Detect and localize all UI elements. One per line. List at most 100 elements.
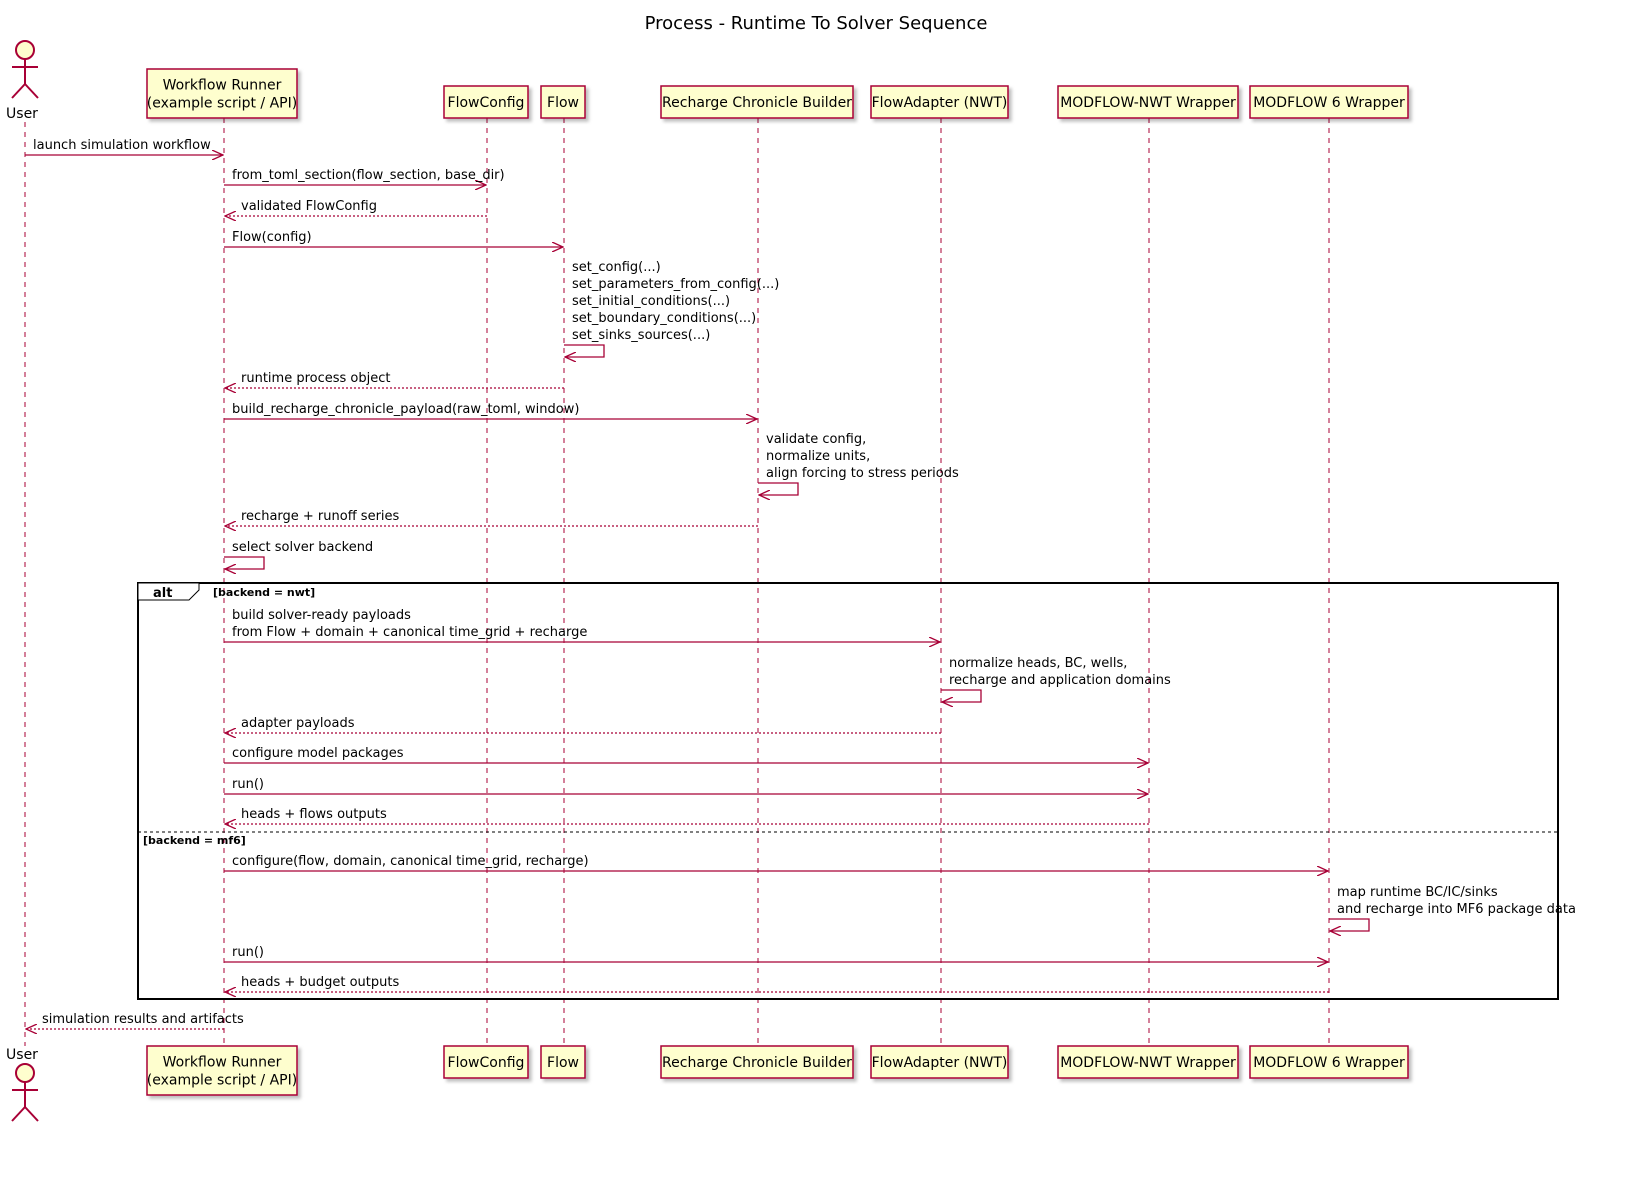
- message-label: configure model packages: [232, 746, 404, 761]
- message-label: from_toml_section(flow_section, base_dir…: [232, 168, 505, 183]
- participant-box: [146, 1045, 298, 1096]
- participant-box: [443, 1045, 529, 1079]
- participant-flowconfig-bottom: FlowConfig: [443, 1045, 529, 1079]
- message-label: set_initial_conditions(...): [572, 294, 730, 309]
- participant-label: MODFLOW-NWT Wrapper: [1060, 1055, 1236, 1071]
- participant-box: [443, 85, 529, 119]
- participant-flowconfig-top: FlowConfig: [443, 85, 529, 119]
- participant-label: MODFLOW-NWT Wrapper: [1060, 95, 1236, 111]
- participant-box: [1249, 1045, 1409, 1079]
- participant-label: FlowConfig: [448, 1055, 525, 1071]
- message: configure model packages: [224, 746, 1148, 763]
- actor-leg-left: [11, 83, 26, 99]
- participant-label: MODFLOW 6 Wrapper: [1253, 1055, 1405, 1071]
- actor-label: User: [6, 1047, 38, 1063]
- fragment-guard: [backend = nwt]: [213, 586, 315, 599]
- participant-box: [146, 68, 298, 119]
- participants-bottom: User Workflow Runner(example script / API…: [6, 1045, 1409, 1122]
- actor-leg-right: [24, 1106, 39, 1122]
- fragment-frame: [137, 582, 1559, 1000]
- message-label: Flow(config): [232, 230, 312, 245]
- message: runtime process object: [225, 371, 564, 388]
- actor-user-bottom: User: [6, 1047, 39, 1122]
- actor-leg-left: [11, 1106, 26, 1122]
- message-label: set_config(...): [572, 260, 661, 275]
- message-label: configure(flow, domain, canonical time_g…: [232, 854, 589, 869]
- participant-runner-bottom: Workflow Runner(example script / API): [146, 1045, 298, 1096]
- participant-label: FlowAdapter (NWT): [872, 1055, 1008, 1071]
- message-label: normalize heads, BC, wells,: [949, 656, 1127, 671]
- participant-box: [870, 1045, 1009, 1079]
- participant-label: FlowAdapter (NWT): [872, 95, 1008, 111]
- participant-recharge-bottom: Recharge Chronicle Builder: [660, 1045, 854, 1079]
- messages: launch simulation workflow from_toml_sect…: [25, 138, 1576, 1029]
- fragment-tab: [137, 582, 200, 601]
- participant-mf6-top: MODFLOW 6 Wrapper: [1249, 85, 1409, 119]
- participant-label: (example script / API): [147, 96, 297, 112]
- diagram-title: Process - Runtime To Solver Sequence: [645, 13, 988, 34]
- participant-label: Flow: [547, 1055, 579, 1071]
- message-label: build_recharge_chronicle_payload(raw_tom…: [232, 402, 579, 417]
- message-label: build solver-ready payloads: [232, 608, 411, 623]
- participant-box: [540, 1045, 586, 1079]
- participant-flow-bottom: Flow: [540, 1045, 586, 1079]
- message-label: set_boundary_conditions(...): [572, 311, 756, 326]
- message-label: heads + flows outputs: [241, 807, 387, 822]
- self-message-arrow: [758, 482, 799, 495]
- self-message-arrow: [1329, 918, 1370, 931]
- participant-label: FlowConfig: [448, 95, 525, 111]
- participant-box: [660, 85, 854, 119]
- participant-box: [1057, 85, 1239, 119]
- message-label: heads + budget outputs: [241, 975, 399, 990]
- actor-head-icon: [15, 1063, 35, 1083]
- message-label: validate config,: [766, 432, 866, 447]
- actor-head-icon: [15, 40, 35, 60]
- message-label: from Flow + domain + canonical time_grid…: [232, 625, 587, 640]
- message: select solver backend: [224, 540, 373, 569]
- alt-fragment: alt [backend = nwt] [backend = mf6]: [137, 582, 1559, 1000]
- message-label: set_sinks_sources(...): [572, 328, 710, 343]
- participant-nwt-bottom: MODFLOW-NWT Wrapper: [1057, 1045, 1239, 1079]
- participant-nwt-top: MODFLOW-NWT Wrapper: [1057, 85, 1239, 119]
- message-label: launch simulation workflow: [33, 138, 211, 153]
- message-label: set_parameters_from_config(...): [572, 277, 779, 292]
- message: build_recharge_chronicle_payload(raw_tom…: [224, 402, 757, 419]
- participant-box: [660, 1045, 854, 1079]
- message-label: simulation results and artifacts: [42, 1012, 244, 1027]
- message: validated FlowConfig: [225, 199, 487, 216]
- message-label: recharge + runoff series: [241, 509, 400, 524]
- participant-box: [1057, 1045, 1239, 1079]
- message: validate config, normalize units, align fo…: [758, 432, 959, 495]
- message: normalize heads, BC, wells,recharge and …: [941, 656, 1171, 702]
- message-label: and recharge into MF6 package data: [1337, 902, 1576, 917]
- message: adapter payloads: [225, 716, 941, 733]
- actor-user-top: User: [6, 40, 39, 122]
- participant-label: Recharge Chronicle Builder: [662, 1055, 852, 1071]
- participant-adapter-bottom: FlowAdapter (NWT): [870, 1045, 1009, 1079]
- message-label: adapter payloads: [241, 716, 355, 731]
- message: heads + budget outputs: [225, 975, 1329, 992]
- message: recharge + runoff series: [225, 509, 758, 526]
- message: run(): [224, 777, 1148, 794]
- participant-label: Workflow Runner: [163, 78, 282, 94]
- participant-label: MODFLOW 6 Wrapper: [1253, 95, 1405, 111]
- fragment-guard: [backend = mf6]: [143, 834, 246, 847]
- participants-top: User Workflow Runner (example script / API…: [6, 40, 1409, 122]
- participant-adapter-top: FlowAdapter (NWT): [870, 85, 1009, 119]
- message-label: run(): [232, 777, 264, 792]
- participant-label: (example script / API): [147, 1073, 297, 1089]
- message: build solver-ready payloads from Flow + d…: [224, 608, 940, 642]
- message-label: validated FlowConfig: [241, 199, 377, 214]
- message: set_config(...) set_parameters_from_confi…: [564, 260, 779, 357]
- participant-label: Recharge Chronicle Builder: [662, 95, 852, 111]
- fragment-keyword: alt: [153, 586, 172, 601]
- participant-runner-top: Workflow Runner (example script / API): [146, 68, 298, 119]
- self-message-arrow: [564, 344, 605, 357]
- self-message-arrow: [224, 556, 265, 569]
- message-label: align forcing to stress periods: [766, 466, 959, 481]
- message-label: normalize units,: [766, 449, 870, 464]
- message: from_toml_section(flow_section, base_dir…: [224, 168, 505, 185]
- participant-mf6-bottom: MODFLOW 6 Wrapper: [1249, 1045, 1409, 1079]
